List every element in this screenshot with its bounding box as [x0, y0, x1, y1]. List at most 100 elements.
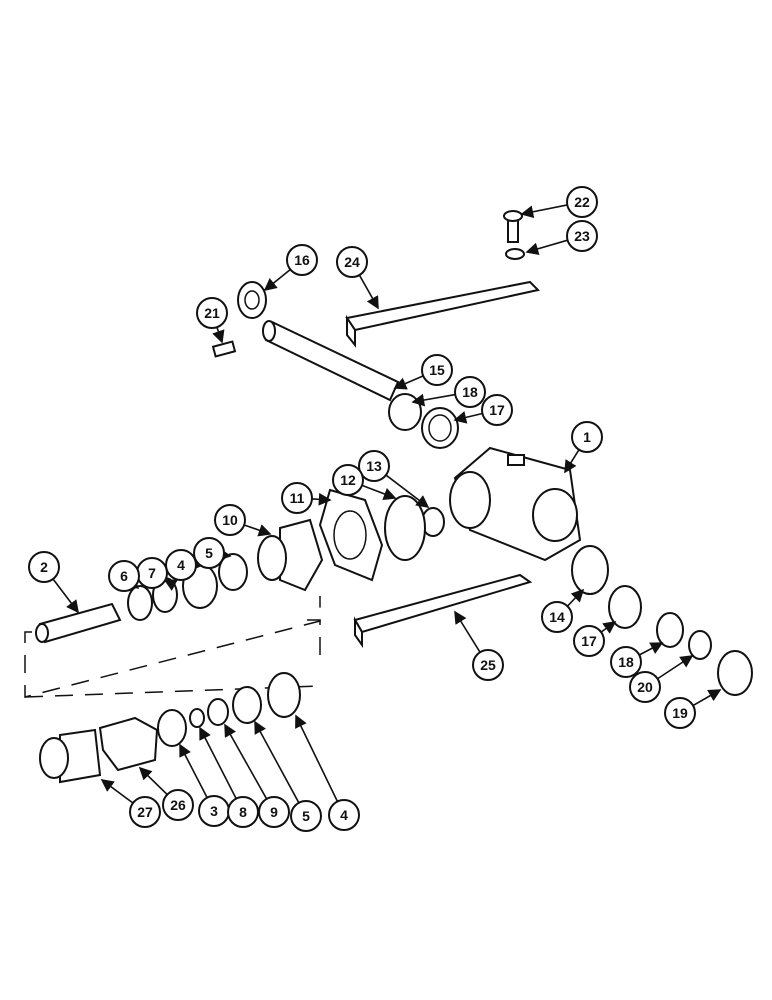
yoke-27-part [39, 728, 102, 784]
callout-label: 8 [239, 804, 247, 820]
callout-10: 10 [214, 504, 246, 536]
leader-line [52, 578, 79, 614]
callout-label: 6 [120, 568, 128, 584]
callout-label: 4 [177, 557, 185, 573]
hub-26-part [98, 716, 159, 772]
callout-18: 18 [610, 646, 642, 678]
leader-line [393, 375, 424, 390]
callout-16: 16 [286, 244, 318, 276]
callout-label: 17 [489, 402, 505, 418]
cup-4b-part [267, 672, 301, 718]
bracket-24-flange [346, 314, 356, 348]
callout-label: 27 [137, 804, 153, 820]
callout-label: 14 [549, 609, 565, 625]
cup-17b-part [608, 585, 642, 629]
callout-25: 25 [472, 649, 504, 681]
callout-label: 4 [340, 807, 348, 823]
callout-4: 4 [328, 799, 360, 831]
callout-label: 7 [148, 565, 156, 581]
leader-line [638, 642, 664, 656]
leader-line [692, 689, 722, 707]
leader-line [358, 274, 379, 310]
callout-label: 17 [581, 633, 597, 649]
leader-line [218, 548, 232, 561]
bearing-18b-part [656, 612, 684, 648]
callout-label: 24 [344, 254, 360, 270]
cover-11-part [318, 488, 384, 582]
leader-line [212, 326, 225, 344]
snap-ring-8-part [189, 708, 205, 728]
callout-label: 20 [637, 679, 653, 695]
callout-2: 2 [28, 551, 60, 583]
callout-20: 20 [629, 671, 661, 703]
callout-label: 15 [429, 362, 445, 378]
bearing-12-part [384, 495, 426, 561]
callout-5: 5 [290, 800, 322, 832]
callout-5: 5 [193, 537, 225, 569]
gearbox-housing-part [449, 446, 582, 562]
leader-line [385, 474, 430, 508]
leader-line [311, 492, 332, 506]
leader-line [263, 268, 291, 292]
leader-line [254, 720, 300, 804]
leader-line [453, 411, 483, 424]
callout-23: 23 [566, 220, 598, 252]
callout-19: 19 [664, 697, 696, 729]
callout-7: 7 [136, 557, 168, 589]
callout-15: 15 [421, 354, 453, 386]
leader-line [179, 743, 208, 799]
bracket-25-part [353, 573, 533, 634]
callout-label: 22 [574, 194, 590, 210]
cap-19-part [717, 650, 753, 696]
bearing-16-part [237, 281, 267, 319]
callout-17: 17 [573, 625, 605, 657]
callout-label: 11 [290, 490, 305, 506]
callout-26: 26 [162, 789, 194, 821]
bearing-3-part [157, 709, 187, 747]
callout-12: 12 [332, 464, 364, 496]
callout-13: 13 [358, 450, 390, 482]
leader-line [657, 655, 694, 680]
callout-label: 5 [302, 808, 310, 824]
seal-20-part [688, 630, 712, 660]
bearing-14-part [571, 545, 609, 595]
callout-24: 24 [336, 246, 368, 278]
bracket-24-part [345, 280, 541, 332]
cup-17-part [421, 407, 459, 449]
callout-8: 8 [227, 796, 259, 828]
callout-label: 5 [205, 545, 213, 561]
callout-label: 19 [672, 705, 688, 721]
leader-line [100, 779, 134, 804]
callout-17: 17 [481, 394, 513, 426]
callout-18: 18 [454, 376, 486, 408]
washer-9-part [207, 698, 229, 726]
callout-label: 23 [574, 228, 590, 244]
leader-line [199, 726, 237, 800]
callout-label: 18 [462, 384, 478, 400]
shaft-2-part [38, 602, 122, 644]
callout-1: 1 [571, 421, 603, 453]
leader-line [361, 484, 397, 500]
callout-label: 21 [204, 305, 220, 321]
callout-4: 4 [165, 549, 197, 581]
shaft-15-part [264, 320, 400, 402]
callout-label: 9 [270, 804, 278, 820]
leader-line [525, 239, 568, 256]
leader-line [295, 714, 339, 802]
bearing-5b-part [232, 686, 262, 724]
bearing-5-part [218, 553, 248, 591]
callout-6: 6 [108, 560, 140, 592]
callout-label: 10 [222, 512, 238, 528]
callout-14: 14 [541, 601, 573, 633]
callout-22: 22 [566, 186, 598, 218]
leader-line [566, 588, 585, 607]
callout-label: 25 [480, 657, 496, 673]
leader-line [454, 610, 481, 653]
callout-label: 1 [583, 429, 591, 445]
leader-line [520, 204, 568, 219]
callout-3: 3 [198, 795, 230, 827]
callout-label: 2 [40, 559, 48, 575]
callout-21: 21 [196, 297, 228, 329]
callout-label: 26 [170, 797, 186, 813]
